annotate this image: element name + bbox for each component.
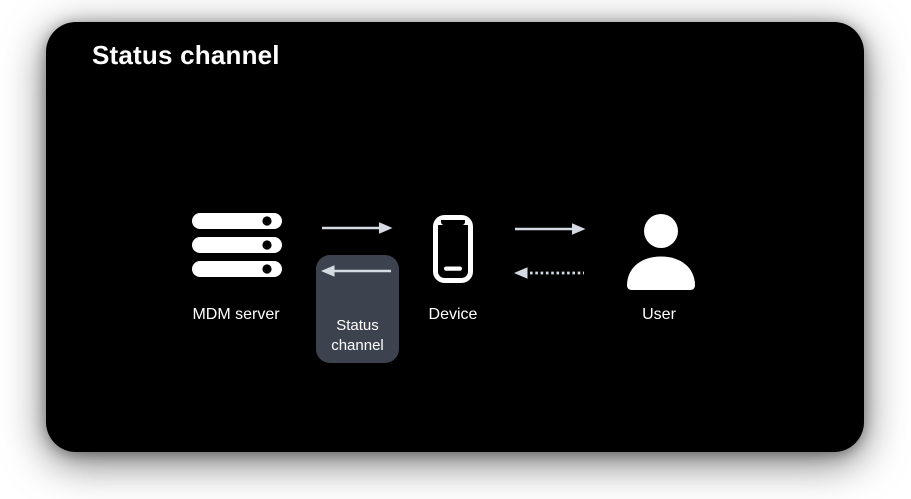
status-channel-box-line1: Status [336,317,379,334]
status-channel-box: Status channel [316,255,399,363]
arrow-device-to-user-icon [515,223,586,235]
diagram-title: Status channel [92,40,280,70]
arrow-mdm-to-device-icon [322,222,393,234]
status-channel-box-label: Status channel [316,316,399,356]
node-label-mdm-server: MDM server [192,306,280,323]
diagram-card: Status channel MDM server Status channel [46,22,864,452]
phone-icon [433,215,473,283]
person-icon [627,214,695,290]
status-channel-box-line2: channel [331,337,384,354]
arrow-device-to-mdm-icon [321,265,391,277]
arrow-user-to-device-dotted-icon [514,267,584,279]
server-icon [192,213,282,277]
node-label-device: Device [428,306,478,323]
node-label-user: User [642,306,676,323]
